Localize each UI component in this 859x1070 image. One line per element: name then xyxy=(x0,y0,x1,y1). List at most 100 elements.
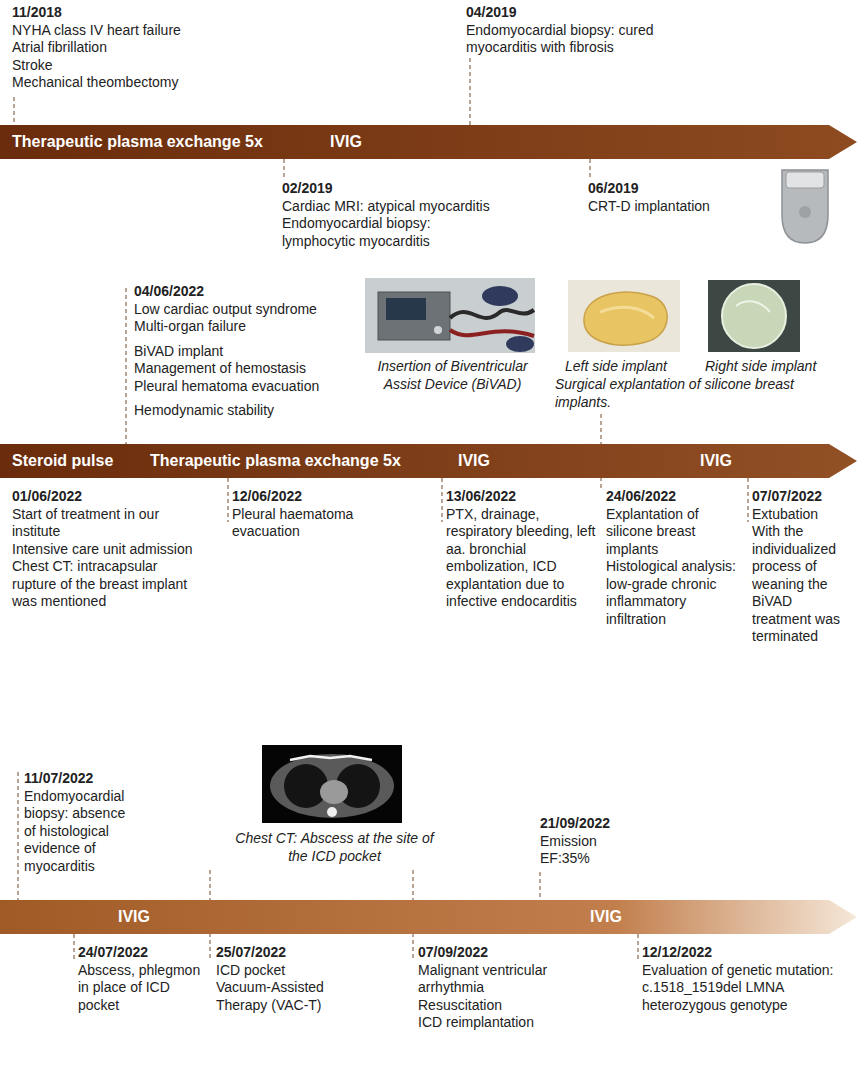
implant-sheen xyxy=(600,307,654,318)
event-note: ICD reimplantation xyxy=(418,1014,598,1032)
event-date: 06/2019 xyxy=(588,180,768,198)
image-caption: Chest CT: Abscess at the site of the ICD… xyxy=(232,830,437,865)
event-note: Atrial fibrillation xyxy=(12,39,272,57)
gloved-hand xyxy=(482,286,518,306)
event-group: 01/06/2022Start of treatment in our inst… xyxy=(12,488,197,611)
image-caption: Surgical explantation of silicone breast… xyxy=(555,376,850,411)
event-note: Start of treatment in our institute xyxy=(12,506,197,541)
event-group: 24/07/2022Abscess, phlegmon in place of … xyxy=(78,944,203,1014)
image-caption: Insertion of Biventricular Assist Device… xyxy=(360,358,545,393)
event-note: Intensive care unit admission xyxy=(12,541,197,559)
event-note: Multi-organ failure xyxy=(134,318,359,336)
event-note: Chest CT: intracapsular rupture of the b… xyxy=(12,558,197,611)
event-date: 25/07/2022 xyxy=(216,944,334,962)
event-group: 06/2019CRT-D implantation xyxy=(588,180,768,215)
implant-shell xyxy=(722,284,786,348)
event-note: lymphocytic myocarditis xyxy=(282,233,582,251)
event-group: Insertion of Biventricular Assist Device… xyxy=(360,358,545,393)
photo-ground xyxy=(708,280,800,352)
event-note: Mechanical theombectomy xyxy=(12,74,272,92)
bivad-photo xyxy=(365,278,535,353)
event-note: Evaluation of genetic mutation: c.1518_1… xyxy=(642,962,847,1015)
event-note: Abscess, phlegmon in place of ICD pocket xyxy=(78,962,203,1015)
event-note: Emission xyxy=(540,833,690,851)
event-note: Pleural hematoma evacuation xyxy=(134,378,359,396)
event-date: 07/07/2022 xyxy=(752,488,854,506)
arrow-fill xyxy=(0,444,857,478)
event-note: Cardiac MRI: atypical myocarditis xyxy=(282,198,582,216)
crt-d-device xyxy=(782,170,828,243)
console-box xyxy=(378,292,450,340)
event-group: 12/06/2022Pleural haematoma evacuation xyxy=(232,488,382,541)
event-date: 11/07/2022 xyxy=(24,770,132,788)
event-note: EF:35% xyxy=(540,850,690,868)
therapy-label: Therapeutic plasma exchange 5x xyxy=(150,444,401,478)
tick-line xyxy=(17,772,18,900)
implant-sheen xyxy=(736,301,770,312)
therapy-label: IVIG xyxy=(700,444,732,478)
ct-body xyxy=(270,754,394,818)
tick-line xyxy=(73,934,74,960)
tick-line xyxy=(747,478,748,522)
event-date: 24/06/2022 xyxy=(606,488,741,506)
event-group: 04/06/2022Low cardiac output syndromeMul… xyxy=(134,283,359,420)
event-date: 12/12/2022 xyxy=(642,944,847,962)
chest-ct-image xyxy=(262,745,402,823)
ct-heart xyxy=(320,780,348,804)
event-date: 11/2018 xyxy=(12,4,272,22)
event-group: 24/06/2022Explantation of silicone breas… xyxy=(606,488,741,628)
ct-device xyxy=(290,756,372,760)
tick-line xyxy=(637,934,638,960)
event-note: Extubation xyxy=(752,506,854,524)
timeline-arrow-bar: Therapeutic plasma exchange 5xIVIG xyxy=(0,125,859,159)
event-group: 04/2019Endomyocardial biopsy: curedmyoca… xyxy=(466,4,726,57)
event-note: NYHA class IV heart failure xyxy=(12,22,272,40)
event-group: Left side implant xyxy=(565,358,695,376)
image-caption: Left side implant xyxy=(565,358,695,376)
event-group: 25/07/2022ICD pocket Vacuum-Assisted The… xyxy=(216,944,334,1014)
event-note: Pleural haematoma evacuation xyxy=(232,506,382,541)
tick-line xyxy=(441,478,442,522)
event-note: Malignant ventricular arrhythmia xyxy=(418,962,598,997)
arrow-fill xyxy=(0,900,857,934)
console-knob xyxy=(434,326,442,334)
device-body xyxy=(782,170,828,243)
console-screen xyxy=(386,298,426,320)
timeline-arrow-bar: IVIG IVIG xyxy=(0,900,859,934)
event-date: 01/06/2022 xyxy=(12,488,197,506)
tick-line xyxy=(539,872,540,900)
therapy-label: IVIG xyxy=(118,900,150,934)
photo-ground xyxy=(568,280,680,352)
therapy-label: Therapeutic plasma exchange 5x xyxy=(12,125,263,159)
tick-line xyxy=(589,159,590,178)
event-date: 02/2019 xyxy=(282,180,582,198)
therapy-label: IVIG xyxy=(590,900,622,934)
event-note: PTX, drainage, respiratory bleeding, lef… xyxy=(446,506,598,611)
event-note: With the individualized process of weani… xyxy=(752,523,854,646)
event-note: BiVAD implant xyxy=(134,343,359,361)
event-group: 11/2018NYHA class IV heart failureAtrial… xyxy=(12,4,272,92)
arrow-fill xyxy=(0,125,857,159)
tick-line xyxy=(283,159,284,178)
event-group: 21/09/2022EmissionEF:35% xyxy=(540,815,690,868)
photo-ground xyxy=(365,278,535,353)
event-note: Low cardiac output syndrome xyxy=(134,301,359,319)
device-header xyxy=(786,172,824,188)
event-note: Endomyocardial biopsy: xyxy=(282,215,582,233)
event-date: 24/07/2022 xyxy=(78,944,203,962)
tick-line xyxy=(13,97,14,125)
device-mark xyxy=(799,206,811,218)
event-group: Chest CT: Abscess at the site of the ICD… xyxy=(232,830,437,865)
event-group: Right side implant xyxy=(705,358,835,376)
event-date: 07/09/2022 xyxy=(418,944,598,962)
timeline-arrow-bar: Steroid pulseTherapeutic plasma exchange… xyxy=(0,444,859,478)
event-date: 12/06/2022 xyxy=(232,488,382,506)
therapy-label: IVIG xyxy=(458,444,490,478)
event-group: 12/12/2022Evaluation of genetic mutation… xyxy=(642,944,847,1014)
cannula-tube xyxy=(450,330,534,336)
gloved-hand xyxy=(506,336,534,352)
tick-line xyxy=(227,478,228,522)
event-note: Histological analysis: low-grade chronic… xyxy=(606,558,741,628)
tick-line xyxy=(125,288,126,444)
